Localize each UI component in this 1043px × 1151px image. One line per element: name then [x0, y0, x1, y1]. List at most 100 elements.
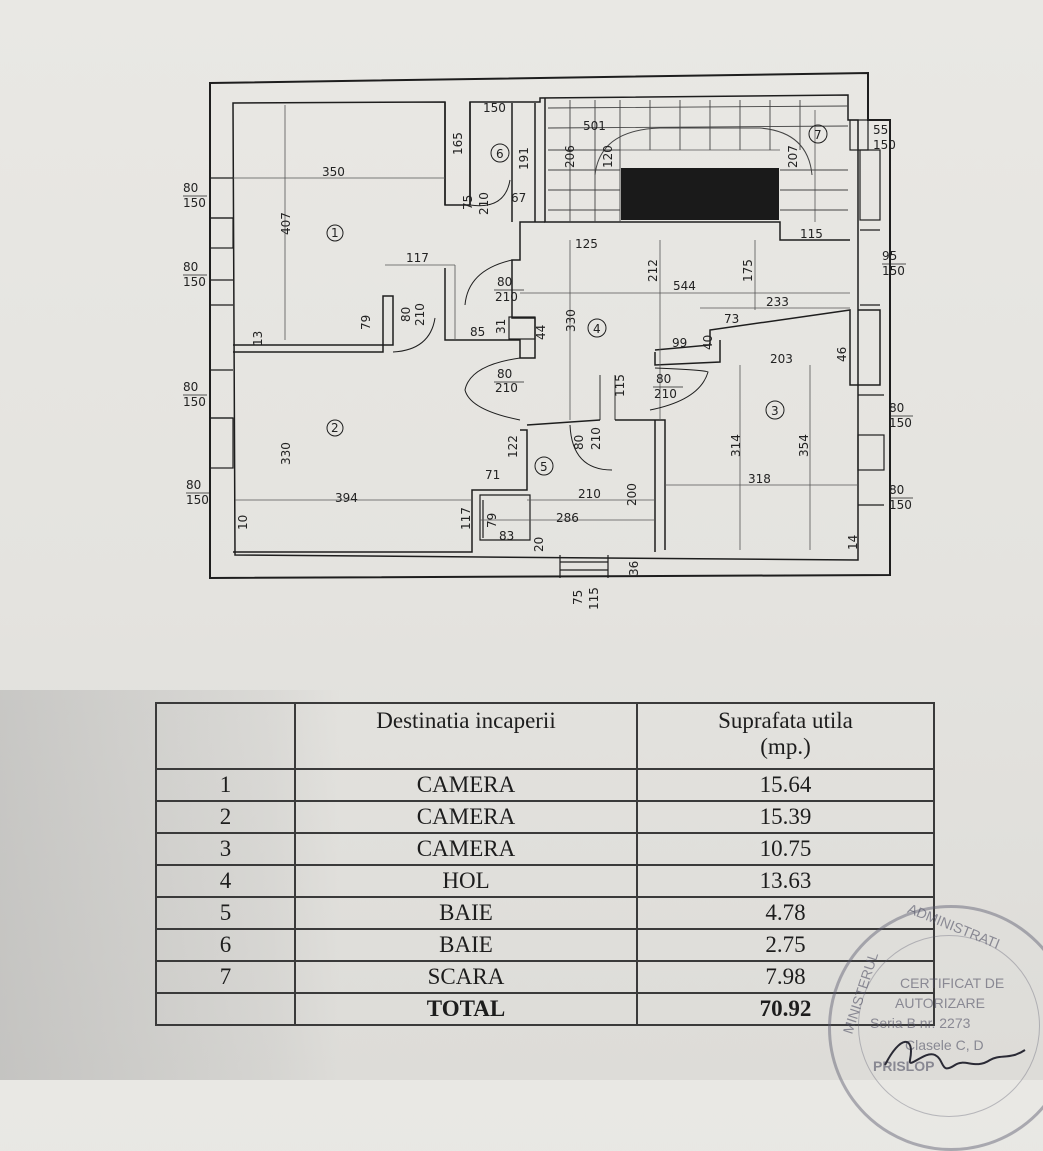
wall-bath5-left [233, 429, 528, 553]
room-area: 15.64 [636, 768, 935, 802]
window-label: 80 [186, 478, 201, 492]
table-header-area: Suprafata utila (mp.) [636, 702, 935, 770]
dim-room3 [739, 365, 811, 550]
dimension-label: 117 [406, 251, 429, 265]
dimension-label: 122 [506, 435, 520, 458]
door-arc-hall-top [464, 259, 513, 306]
table-row: 3 CAMERA 10.75 [155, 832, 935, 866]
room-marker-3 [765, 400, 785, 420]
table-row: 5 BAIE 4.78 [155, 896, 935, 930]
dimension-label: 10 [236, 515, 250, 530]
table-row: 1 CAMERA 15.64 [155, 768, 935, 802]
dim-lines [233, 105, 858, 521]
dimension-label: 13 [251, 331, 265, 346]
room-marker-5 [534, 456, 554, 476]
floor-plan: 1 2 3 4 5 6 7 350 150 67 501 125 544 115… [183, 71, 913, 610]
dimension-label: 120 [601, 145, 615, 168]
dimension-label: 212 [646, 259, 660, 282]
window-label: 150 [889, 416, 912, 430]
window-label: 150 [183, 275, 206, 289]
dimension-label: 40 [701, 335, 715, 350]
room-nr: 6 [155, 928, 296, 962]
room-number: 4 [593, 322, 601, 336]
room-name: CAMERA [294, 832, 638, 866]
room-number: 1 [331, 226, 339, 240]
room-area: 13.63 [636, 864, 935, 898]
wall-bath6 [444, 102, 536, 222]
area-table: Destinatia incaperii Suprafata utila (mp… [155, 702, 935, 1026]
dimension-label: 117 [459, 507, 473, 530]
total-label: TOTAL [294, 992, 638, 1026]
table-header-area-label: Suprafata utila [718, 708, 853, 733]
stamp-line-2: AUTORIZARE [895, 995, 985, 1011]
dimension-label: 99 [672, 336, 687, 350]
room-nr: 5 [155, 896, 296, 930]
room-number: 2 [331, 421, 339, 435]
dimension-label: 330 [279, 442, 293, 465]
stair-steps [547, 100, 849, 222]
table-total-row: TOTAL 70.92 [155, 992, 935, 1026]
dimension-label: 407 [279, 212, 293, 235]
table-header-row: Destinatia incaperii Suprafata utila (mp… [155, 702, 935, 770]
dimension-label: 80 [399, 307, 413, 322]
dimension-label: 20 [532, 537, 546, 552]
table-row: 4 HOL 13.63 [155, 864, 935, 898]
wall-bottom-entry [559, 555, 609, 578]
dimension-label: 46 [835, 347, 849, 362]
dim-hall [385, 264, 456, 340]
stair-void [621, 168, 779, 220]
dimension-label: 210 [578, 487, 601, 501]
room-name: CAMERA [294, 768, 638, 802]
room-name: BAIE [294, 896, 638, 930]
dimension-label: 314 [729, 434, 743, 457]
room-number: 6 [496, 147, 504, 161]
dimension-label: 79 [359, 315, 373, 330]
window-right-1 [849, 119, 869, 151]
dimension-label: 115 [587, 587, 601, 610]
window-label: 150 [882, 264, 905, 278]
dimension-label: 55 [873, 123, 888, 137]
room-name: SCARA [294, 960, 638, 994]
window-left-3 [210, 369, 233, 419]
dimension-label: 207 [786, 145, 800, 168]
dimension-label: 206 [563, 145, 577, 168]
table-header-nr [155, 702, 296, 770]
room-nr: 4 [155, 864, 296, 898]
window-label: 150 [183, 196, 206, 210]
total-nr [155, 992, 296, 1026]
dimension-label: 191 [517, 147, 531, 170]
room-name: CAMERA [294, 800, 638, 834]
door-label: 80 [497, 367, 512, 381]
room-nr: 2 [155, 800, 296, 834]
dimension-label: 318 [748, 472, 771, 486]
dimension-label: 71 [485, 468, 500, 482]
dimension-label: 67 [511, 191, 526, 205]
room-area: 4.78 [636, 896, 935, 930]
dimension-label: 165 [451, 132, 465, 155]
dimension-label: 150 [873, 138, 896, 152]
room-name: BAIE [294, 928, 638, 962]
wall-bath5-inner [479, 494, 531, 541]
dimension-label: 73 [724, 312, 739, 326]
dimension-label: 75 [571, 590, 585, 605]
room-marker-6 [490, 143, 510, 163]
window-label: 150 [889, 498, 912, 512]
wall-stairs [544, 98, 850, 241]
dimension-label: 115 [613, 374, 627, 397]
door-label: 210 [495, 381, 518, 395]
dimension-label: 501 [583, 119, 606, 133]
dimension-label: 203 [770, 352, 793, 366]
room-marker-4 [587, 318, 607, 338]
window-label: 80 [183, 380, 198, 394]
door-arc-room1 [392, 317, 436, 353]
room-number: 3 [771, 404, 779, 418]
door-label: 210 [495, 290, 518, 304]
stamp-line-1: CERTIFICAT DE [900, 975, 1005, 991]
room-name: HOL [294, 864, 638, 898]
dimension-label: 233 [766, 295, 789, 309]
dimension-label: 83 [499, 529, 514, 543]
wall-bath5 [526, 419, 666, 552]
dimension-label: 350 [322, 165, 345, 179]
room-nr: 3 [155, 832, 296, 866]
door-label: 80 [572, 435, 586, 450]
